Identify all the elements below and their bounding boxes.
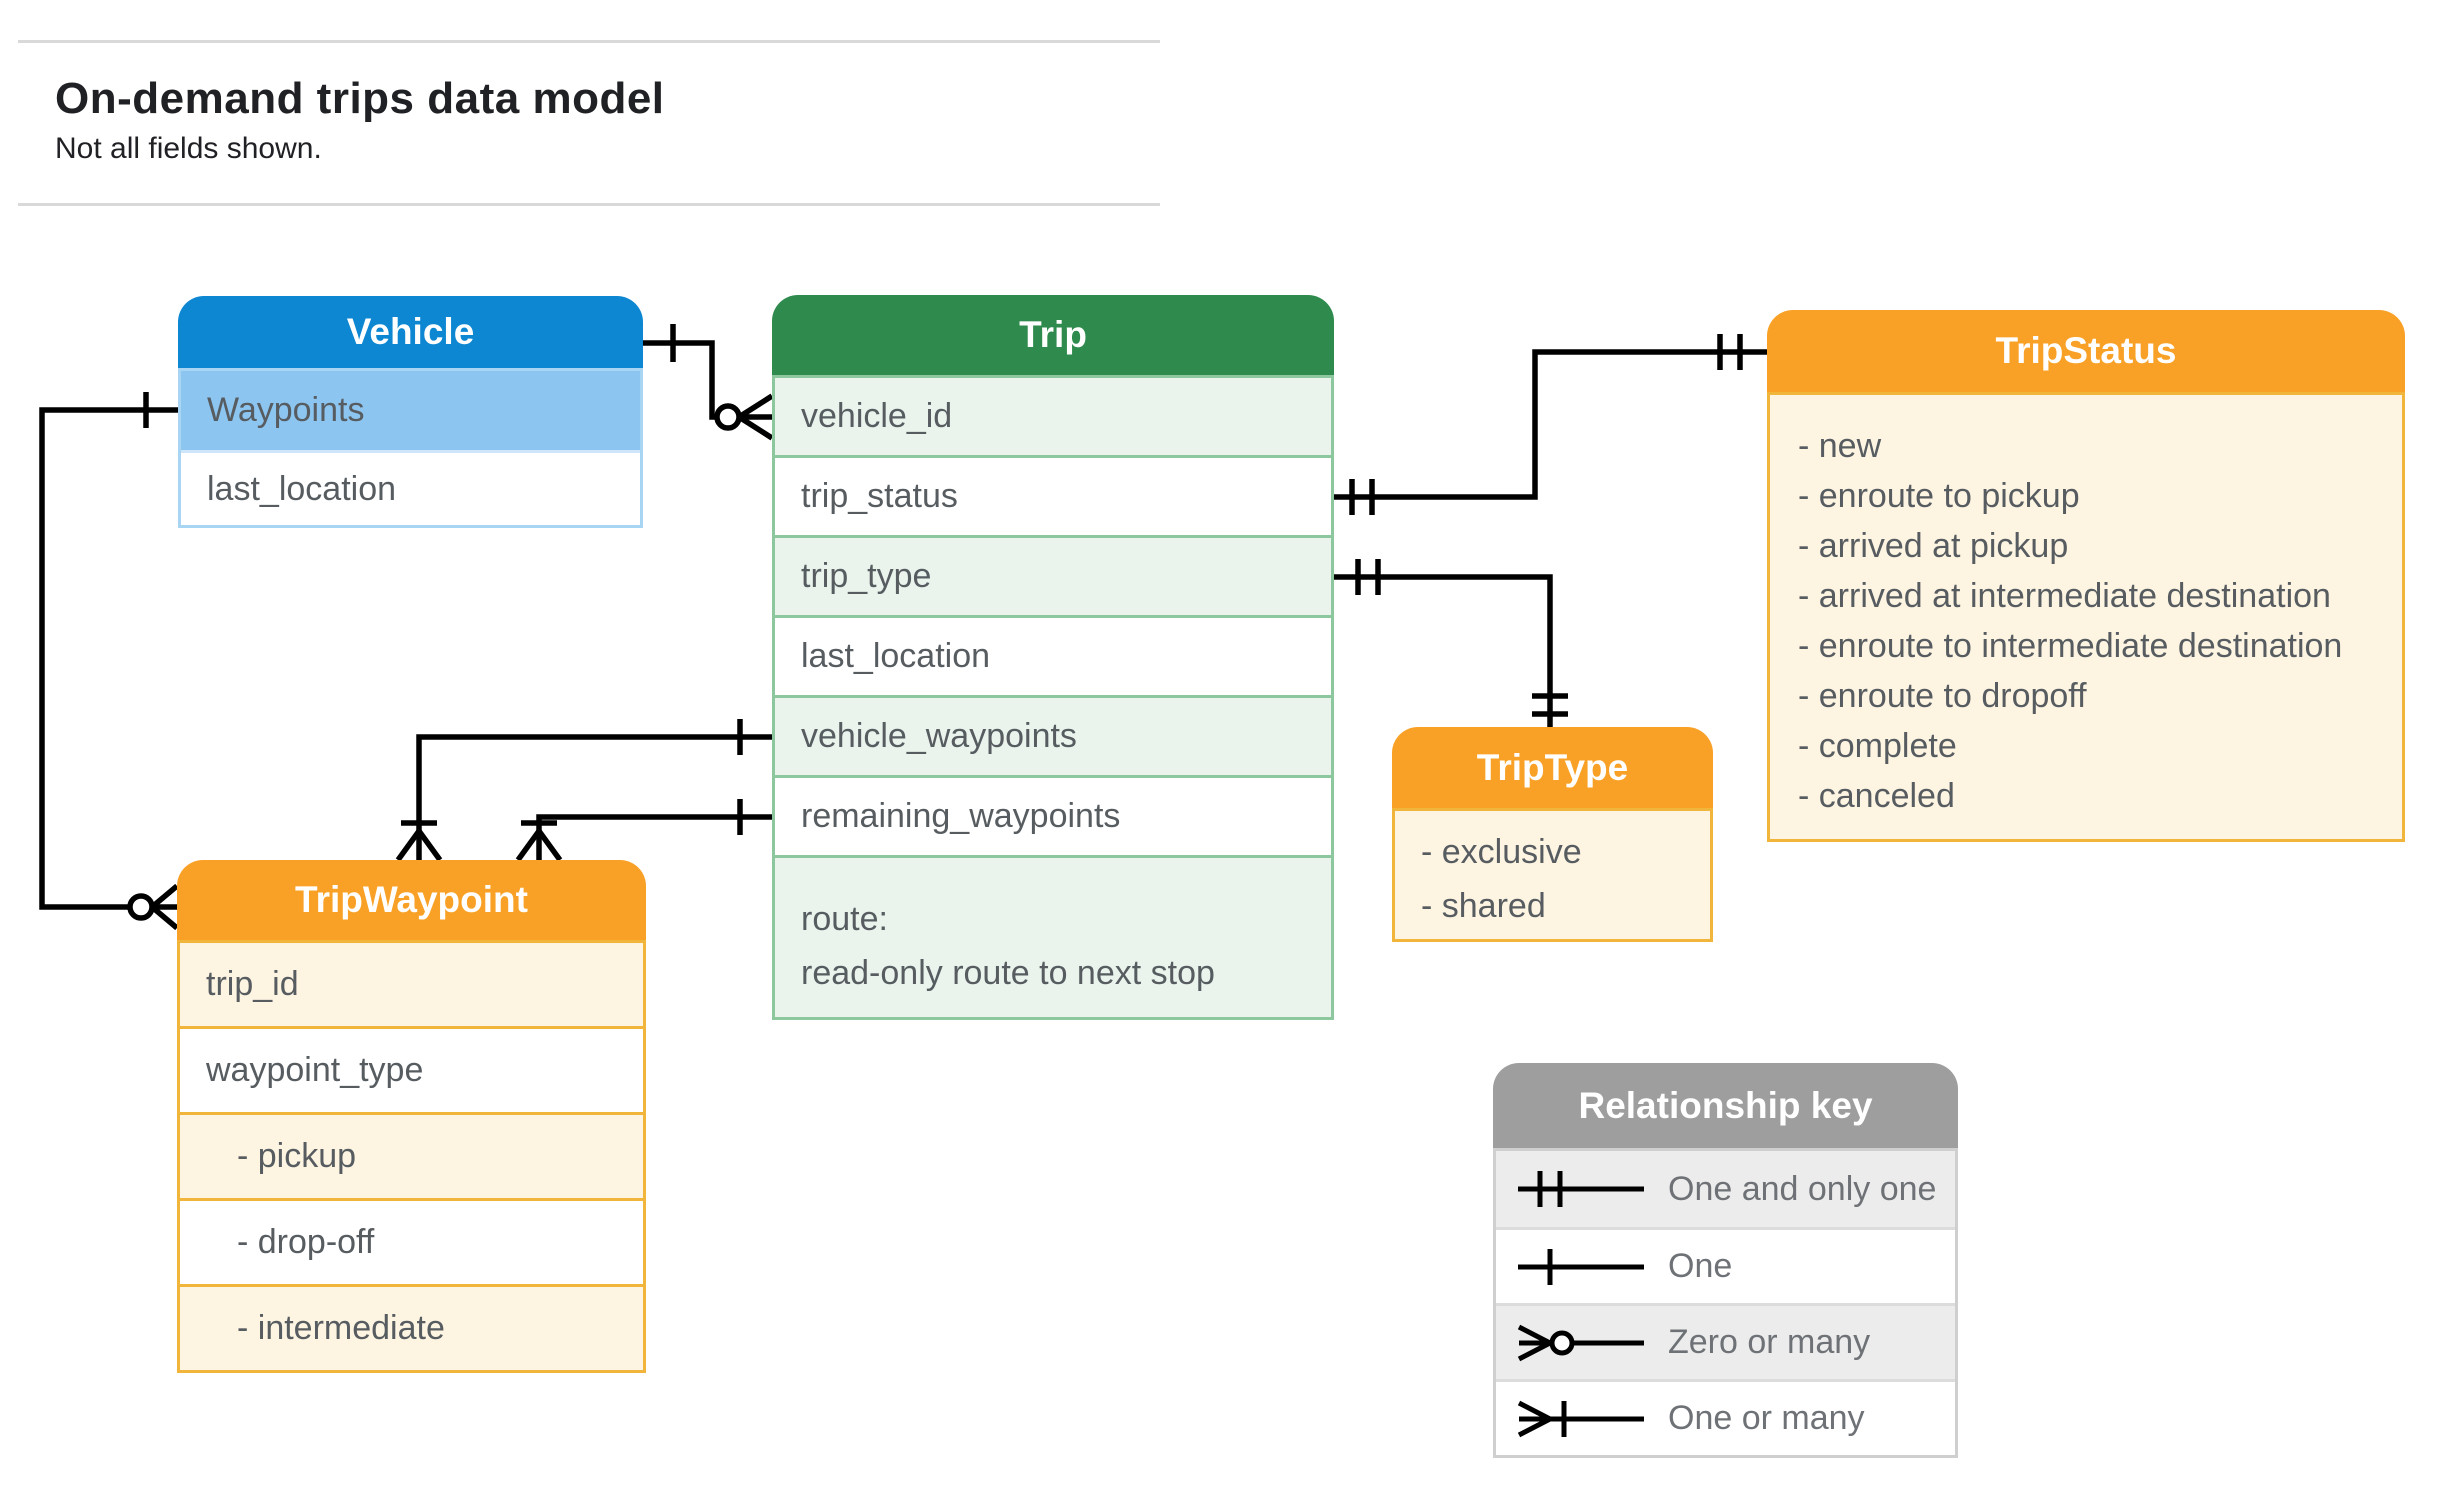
trip-status-item: - enroute to pickup — [1798, 477, 2080, 515]
relationship-key-title: Relationship key — [1493, 1063, 1958, 1148]
key-row-one: One — [1496, 1227, 1955, 1303]
trip-status-item: - enroute to intermediate destination — [1798, 627, 2343, 665]
one-symbol — [1518, 1248, 1644, 1285]
connector-trip-tripstatus — [1334, 334, 1767, 515]
trip-row-trip-type: trip_type — [775, 535, 1331, 615]
trip-waypoint-row-trip-id: trip_id — [180, 943, 643, 1026]
trip-status-item: - canceled — [1798, 777, 1955, 815]
trip-status-title: TripStatus — [1767, 310, 2405, 392]
zero-circle — [127, 893, 155, 921]
connector-trip-triptype — [1334, 559, 1568, 727]
one-and-only-one-symbol — [1518, 1171, 1644, 1207]
entity-trip: Trip vehicle_id trip_status trip_type la… — [772, 295, 1334, 1020]
entity-trip-type: TripType - exclusive - shared — [1392, 727, 1713, 942]
entity-trip-status: TripStatus - new - enroute to pickup - a… — [1767, 310, 2405, 842]
trip-type-item: - exclusive — [1421, 833, 1582, 871]
trip-row-vehicle-waypoints: vehicle_waypoints — [775, 695, 1331, 775]
trip-row-trip-status: trip_status — [775, 455, 1331, 535]
trip-waypoint-row-waypoint-type: waypoint_type — [180, 1026, 643, 1112]
one-and-only-one-ticks — [1355, 559, 1381, 595]
trip-row-remaining-waypoints: remaining_waypoints — [775, 775, 1331, 855]
crow-foot — [150, 883, 179, 931]
vehicle-row-waypoints: Waypoints — [181, 371, 640, 450]
connector-vehicle-trip — [643, 324, 774, 441]
connector-vehicle-tripwaypoint — [39, 392, 179, 931]
key-row-zero-or-many: Zero or many — [1496, 1303, 1955, 1379]
key-label: One — [1668, 1247, 1733, 1285]
trip-row-route: route: read-only route to next stop — [775, 855, 1331, 1017]
page-title: On-demand trips data model — [55, 74, 665, 123]
zero-or-many-symbol — [1517, 1324, 1644, 1361]
trip-status-item: - arrived at intermediate destination — [1798, 577, 2331, 615]
trip-waypoint-row-drop-off: - drop-off — [180, 1198, 643, 1284]
trip-waypoint-row-pickup: - pickup — [180, 1112, 643, 1198]
trip-status-item: - arrived at pickup — [1798, 527, 2069, 565]
one-and-only-one-ticks — [1717, 334, 1743, 370]
key-label: Zero or many — [1668, 1323, 1871, 1361]
trip-type-item: - shared — [1421, 887, 1546, 925]
vehicle-row-last-location: last_location — [181, 450, 640, 525]
key-label: One or many — [1668, 1399, 1865, 1437]
key-row-one-or-many: One or many — [1496, 1379, 1955, 1455]
connector-remainingwaypoints-tripwaypoint — [515, 799, 772, 862]
connector-vehiclewaypoints-tripwaypoint — [395, 719, 772, 862]
route-description: read-only route to next stop — [801, 954, 1215, 992]
one-or-many-symbol — [1517, 1400, 1644, 1437]
trip-status-item: - new — [1798, 427, 1882, 465]
trip-waypoint-title: TripWaypoint — [177, 860, 646, 940]
crow-foot — [395, 829, 443, 862]
route-label: route: — [801, 900, 888, 938]
entity-vehicle: Vehicle Waypoints last_location — [178, 296, 643, 528]
zero-circle — [714, 403, 742, 431]
one-and-only-one-ticks — [1532, 693, 1568, 717]
entity-trip-waypoint: TripWaypoint trip_id waypoint_type - pic… — [177, 860, 646, 1373]
trip-row-vehicle-id: vehicle_id — [775, 378, 1331, 455]
trip-title: Trip — [772, 295, 1334, 375]
key-row-one-and-only-one: One and only one — [1496, 1151, 1955, 1227]
crow-foot — [515, 829, 563, 862]
trip-waypoint-row-intermediate: - intermediate — [180, 1284, 643, 1370]
trip-status-item: - complete — [1798, 727, 1957, 765]
top-divider — [18, 40, 1160, 43]
vehicle-title: Vehicle — [178, 296, 643, 368]
trip-row-last-location: last_location — [775, 615, 1331, 695]
one-and-only-one-ticks — [1349, 479, 1375, 515]
trip-type-title: TripType — [1392, 727, 1713, 808]
bottom-divider — [18, 203, 1160, 206]
page-subtitle: Not all fields shown. — [55, 132, 322, 165]
trip-status-item: - enroute to dropoff — [1798, 677, 2087, 715]
crow-foot — [737, 393, 774, 441]
key-label: One and only one — [1668, 1169, 1937, 1208]
relationship-key: Relationship key One and only one One — [1493, 1063, 1958, 1458]
